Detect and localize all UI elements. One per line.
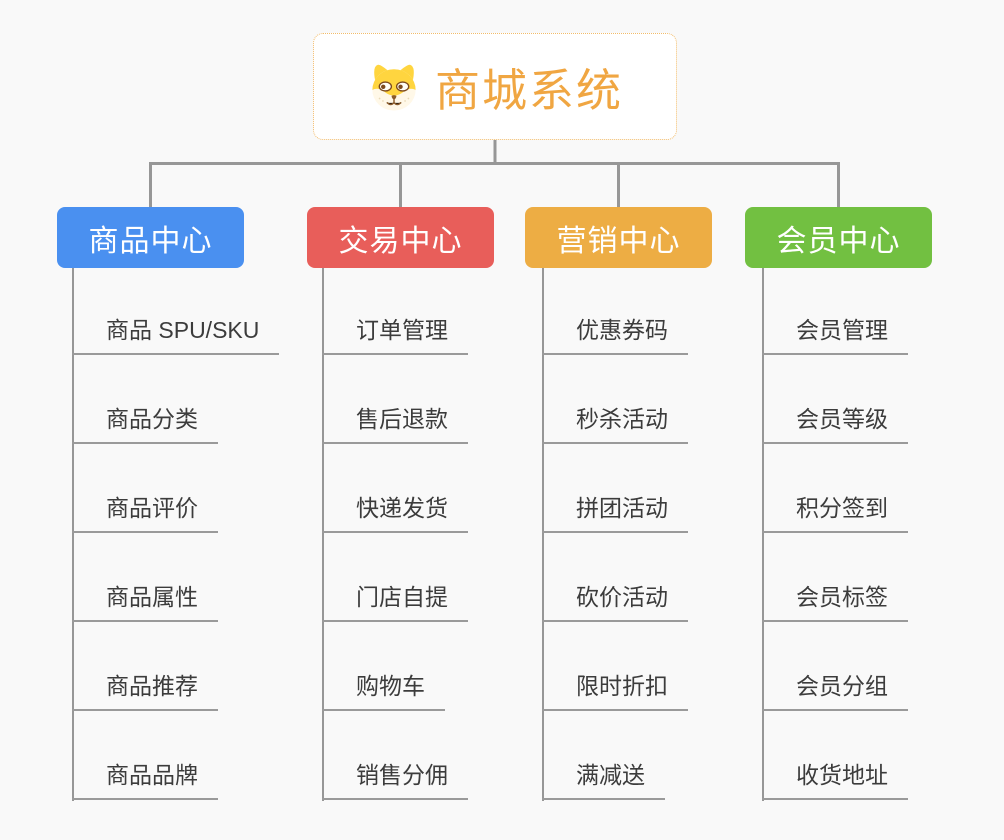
leaf-node[interactable]: 优惠券码 bbox=[542, 315, 688, 355]
leaf-node[interactable]: 销售分佣 bbox=[322, 760, 468, 800]
branch-node-member-center[interactable]: 会员中心 bbox=[745, 207, 932, 268]
leaf-node[interactable]: 售后退款 bbox=[322, 404, 468, 444]
leaf-node[interactable]: 快递发货 bbox=[322, 493, 468, 533]
leaf-node[interactable]: 会员等级 bbox=[762, 404, 908, 444]
branch-node-product-center[interactable]: 商品中心 bbox=[57, 207, 244, 268]
branch-node-marketing-center[interactable]: 营销中心 bbox=[525, 207, 712, 268]
leaf-node[interactable]: 商品品牌 bbox=[72, 760, 218, 800]
leaf-node[interactable]: 商品 SPU/SKU bbox=[72, 315, 280, 355]
leaf-node[interactable]: 商品属性 bbox=[72, 582, 218, 622]
branch-node-trade-center[interactable]: 交易中心 bbox=[307, 207, 494, 268]
leaf-node[interactable]: 满减送 bbox=[542, 760, 665, 800]
leaf-node[interactable]: 积分签到 bbox=[762, 493, 908, 533]
leaf-node[interactable]: 拼团活动 bbox=[542, 493, 688, 533]
leaf-node[interactable]: 商品分类 bbox=[72, 404, 218, 444]
root-title: 商城系统 bbox=[434, 65, 623, 116]
dog-face-icon bbox=[372, 64, 416, 111]
leaf-node[interactable]: 门店自提 bbox=[322, 582, 468, 622]
leaf-node[interactable]: 商品评价 bbox=[72, 493, 218, 533]
leaf-node[interactable]: 砍价活动 bbox=[542, 582, 688, 622]
leaf-node[interactable]: 收货地址 bbox=[762, 760, 908, 800]
leaf-node[interactable]: 商品推荐 bbox=[72, 671, 218, 711]
leaf-node[interactable]: 订单管理 bbox=[322, 315, 468, 355]
leaf-node[interactable]: 会员管理 bbox=[762, 315, 908, 355]
root-node[interactable]: 商城系统 bbox=[313, 33, 677, 140]
leaf-node[interactable]: 购物车 bbox=[322, 671, 445, 711]
leaf-node[interactable]: 会员标签 bbox=[762, 582, 908, 622]
leaf-node[interactable]: 会员分组 bbox=[762, 671, 908, 711]
leaf-node[interactable]: 限时折扣 bbox=[542, 671, 688, 711]
leaf-node[interactable]: 秒杀活动 bbox=[542, 404, 688, 444]
